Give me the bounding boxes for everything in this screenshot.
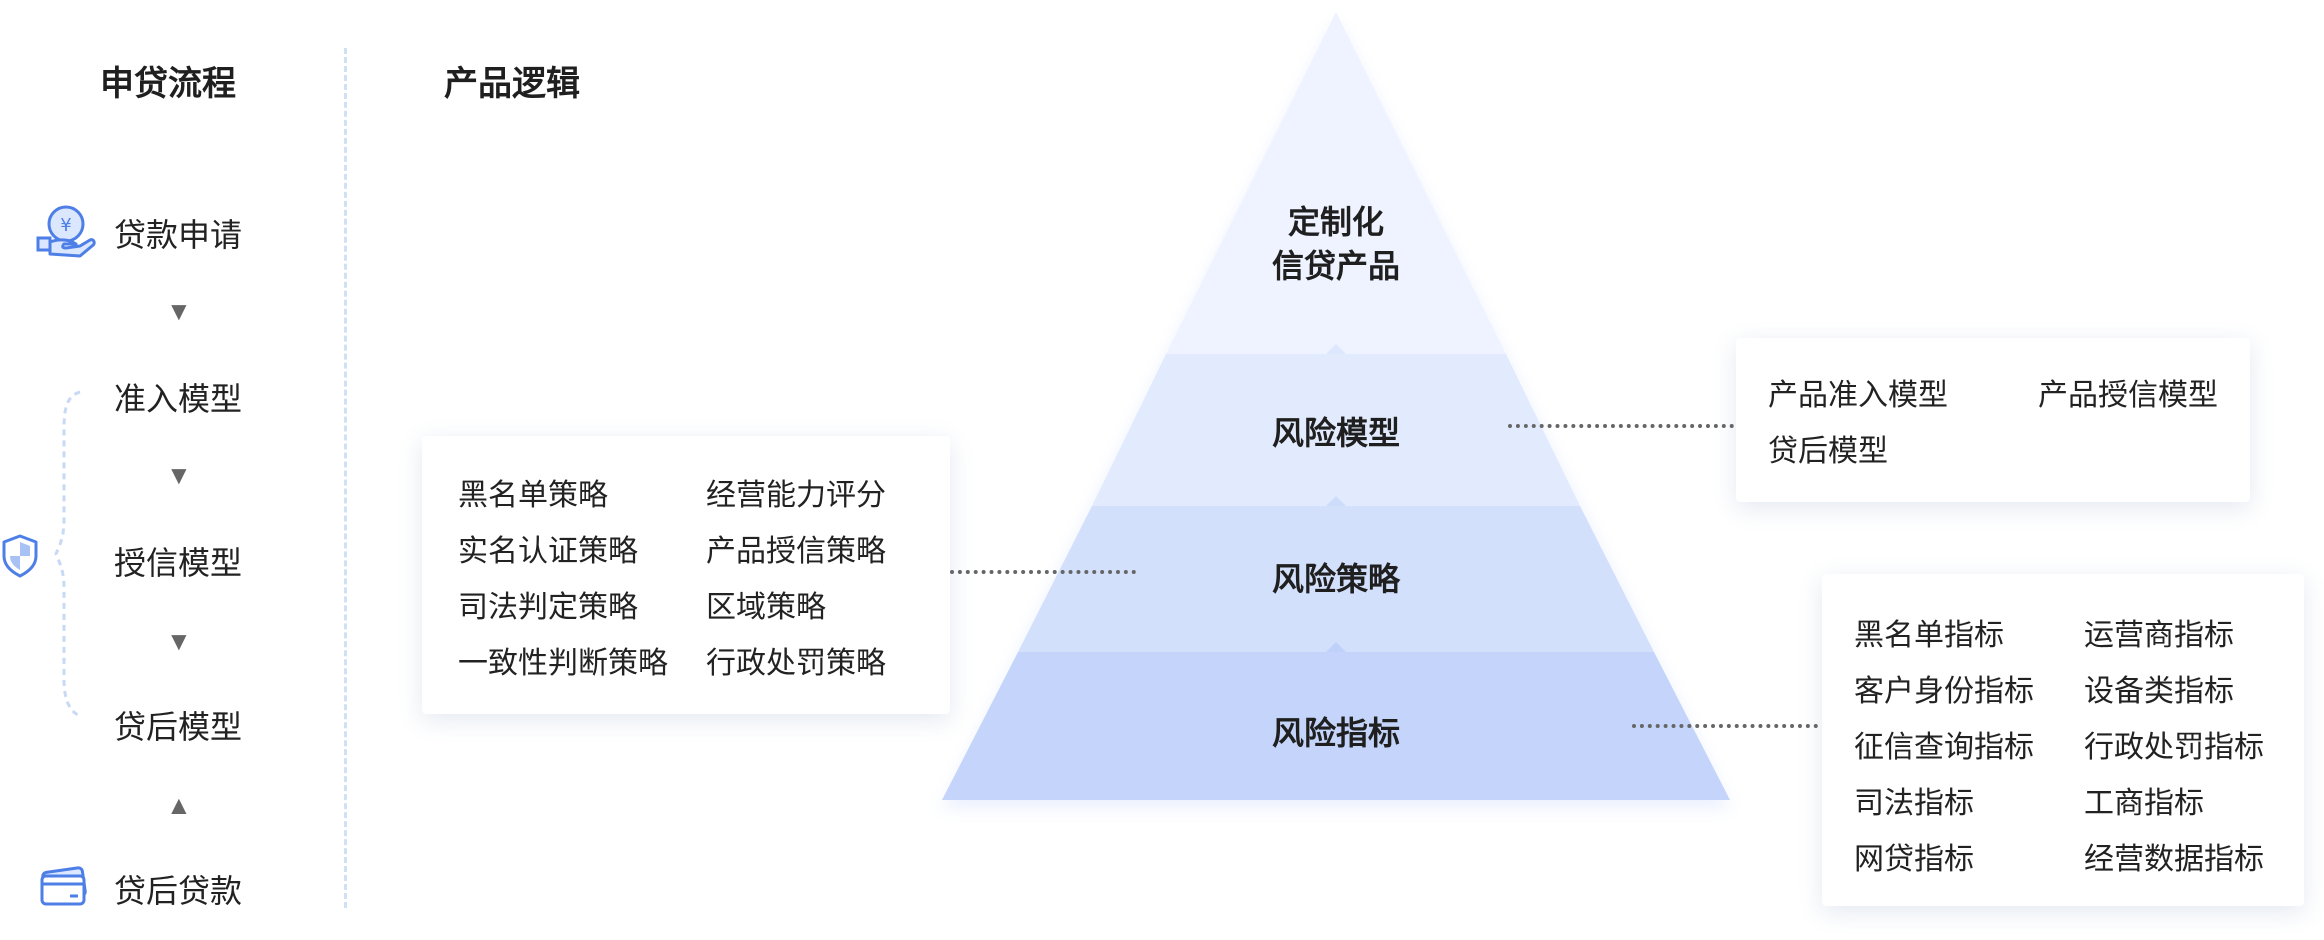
card-item: 司法判定策略 bbox=[458, 591, 638, 624]
pyramid-label-risk-indicator: 风险指标 bbox=[1271, 715, 1400, 751]
card-item: 产品授信模型 bbox=[2038, 379, 2218, 412]
card-item: 黑名单策略 bbox=[458, 479, 608, 512]
card-item: 产品准入模型 bbox=[1768, 379, 1948, 412]
flow-step-post-loan-model: 贷后模型 bbox=[114, 709, 243, 745]
flow-step-admission-model: 准入模型 bbox=[114, 381, 243, 417]
card-item: 实名认证策略 bbox=[458, 535, 638, 568]
card-item: 网贷指标 bbox=[1854, 843, 1974, 876]
pyramid-label-custom-line1: 定制化 bbox=[1287, 204, 1384, 240]
card-item: 行政处罚指标 bbox=[2084, 731, 2264, 764]
flow-step-credit-model: 授信模型 bbox=[114, 545, 243, 581]
pyramid-label-risk-model: 风险模型 bbox=[1271, 415, 1400, 451]
card-item: 行政处罚策略 bbox=[706, 647, 886, 680]
flow-title: 申贷流程 bbox=[100, 65, 236, 103]
card-item: 客户身份指标 bbox=[1854, 675, 2034, 708]
risk-model-card: 产品准入模型 产品授信模型 贷后模型 bbox=[1736, 338, 2250, 502]
pyramid-label-custom-product: 定制化 信贷产品 bbox=[1226, 200, 1446, 288]
card-item: 司法指标 bbox=[1854, 787, 1974, 820]
pyramid-level-top bbox=[1166, 12, 1506, 354]
pyramid-label-custom-line2: 信贷产品 bbox=[1271, 248, 1400, 284]
connector-model bbox=[1508, 424, 1734, 428]
card-item: 经营数据指标 bbox=[2084, 843, 2264, 876]
card-item: 工商指标 bbox=[2084, 787, 2204, 820]
flow-step-loan-application: 贷款申请 bbox=[114, 217, 243, 253]
risk-strategy-card: 黑名单策略 经营能力评分 实名认证策略 产品授信策略 司法判定策略 区域策略 一… bbox=[422, 436, 950, 714]
flow-arrow-1: ▼ bbox=[166, 296, 192, 326]
connector-indicator bbox=[1632, 724, 1818, 728]
risk-indicator-card: 黑名单指标 运营商指标 客户身份指标 设备类指标 征信查询指标 行政处罚指标 司… bbox=[1822, 574, 2304, 906]
card-item: 运营商指标 bbox=[2084, 619, 2234, 652]
connector-strategy bbox=[950, 570, 1136, 574]
flow-step-post-loan-lending: 贷后贷款 bbox=[114, 873, 243, 909]
card-item: 黑名单指标 bbox=[1854, 619, 2004, 652]
flow-arrow-4: ▲ bbox=[166, 790, 192, 820]
section-divider bbox=[344, 48, 347, 908]
card-item: 征信查询指标 bbox=[1854, 731, 2034, 764]
card-item: 贷后模型 bbox=[1768, 435, 1888, 468]
svg-text:¥: ¥ bbox=[60, 215, 71, 236]
card-item: 一致性判断策略 bbox=[458, 647, 668, 680]
flow-arrow-2: ▼ bbox=[166, 460, 192, 490]
card-item: 产品授信策略 bbox=[706, 535, 886, 568]
card-item: 经营能力评分 bbox=[706, 479, 886, 512]
flow-arrow-3: ▼ bbox=[166, 626, 192, 656]
card-item: 区域策略 bbox=[706, 591, 826, 624]
pyramid-label-risk-strategy: 风险策略 bbox=[1271, 561, 1400, 597]
logic-title: 产品逻辑 bbox=[444, 65, 580, 103]
card-item: 设备类指标 bbox=[2084, 675, 2234, 708]
